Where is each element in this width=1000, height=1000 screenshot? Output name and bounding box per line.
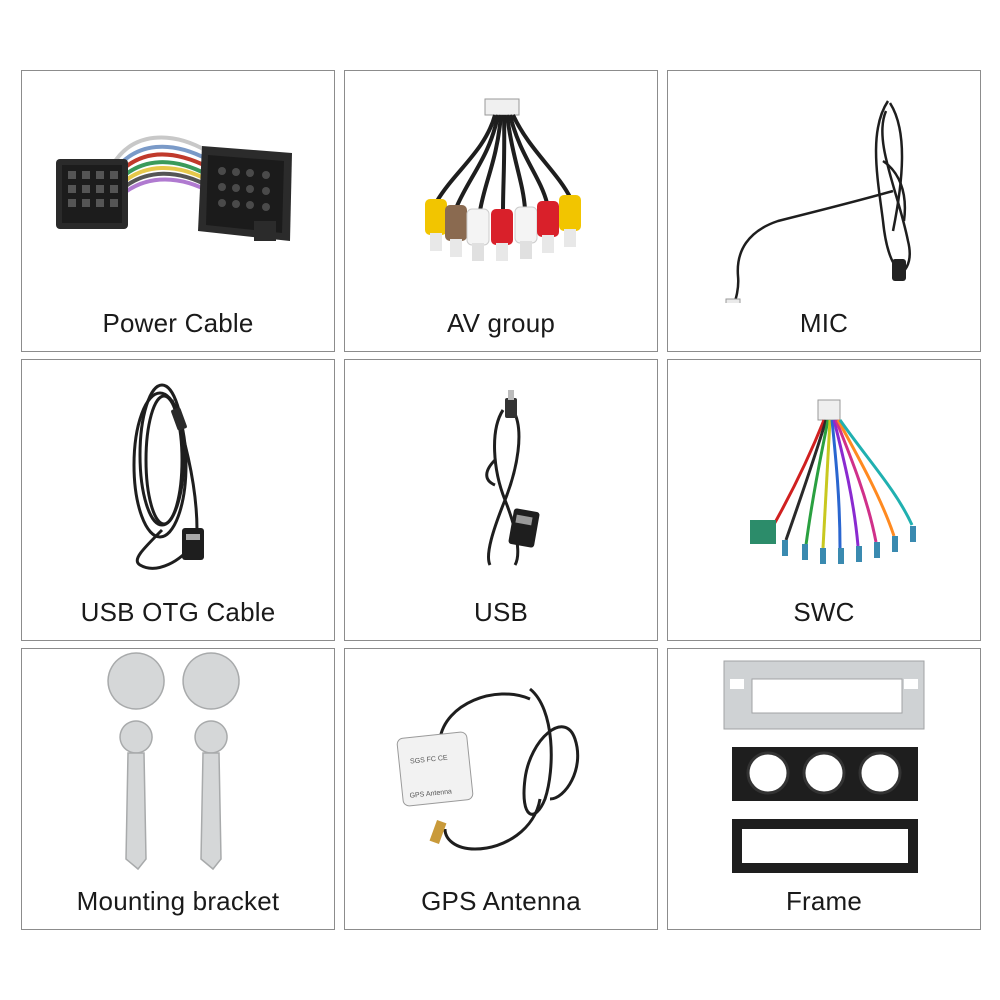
swc-image: [750, 399, 916, 564]
accessory-grid: Power Cable AV: [21, 70, 982, 930]
iso-connector-left: [56, 159, 128, 229]
item-usb: USB: [344, 359, 658, 641]
item-frame: Frame: [667, 648, 981, 930]
item-mic: MIC: [667, 70, 981, 352]
item-av-group: AV group: [344, 70, 658, 352]
gps-module-text-1: GPS Antenna: [409, 788, 452, 799]
item-power-cable: Power Cable: [21, 70, 335, 352]
iso-connector-right: [198, 146, 292, 241]
item-label: MIC: [799, 308, 849, 338]
item-gps-antenna: SGS FC CE GPS Antenna GPS Antenna: [344, 648, 658, 930]
item-label: USB OTG Cable: [80, 597, 276, 627]
frame-image: [723, 660, 925, 873]
item-label: AV group: [446, 308, 556, 338]
item-label: Mounting bracket: [76, 886, 280, 916]
frame-climate-bezel: [732, 747, 918, 801]
frame-silver-plate: [723, 660, 925, 730]
mounting-bracket-image: [107, 652, 240, 871]
power-cable-image: [56, 135, 292, 241]
mic-image: [725, 100, 911, 303]
gps-module-text-2: SGS FC CE: [410, 755, 449, 766]
item-label: GPS Antenna: [421, 886, 581, 916]
item-swc: SWC: [667, 359, 981, 641]
item-label: USB: [473, 597, 529, 627]
gps-antenna-image: SGS FC CE GPS Antenna: [396, 687, 580, 851]
frame-black-bezel: [732, 819, 918, 873]
usb-otg-cable-image: [132, 383, 204, 570]
item-label: Frame: [785, 886, 863, 916]
item-mounting-bracket: Mounting bracket: [21, 648, 335, 930]
item-usb-otg-cable: USB OTG Cable: [21, 359, 335, 641]
item-label: Power Cable: [102, 308, 254, 338]
gps-module: SGS FC CE GPS Antenna: [396, 731, 474, 807]
rca-plugs: [425, 195, 581, 261]
item-label: SWC: [793, 597, 855, 627]
av-group-image: [425, 98, 581, 261]
usb-image: [485, 390, 540, 566]
